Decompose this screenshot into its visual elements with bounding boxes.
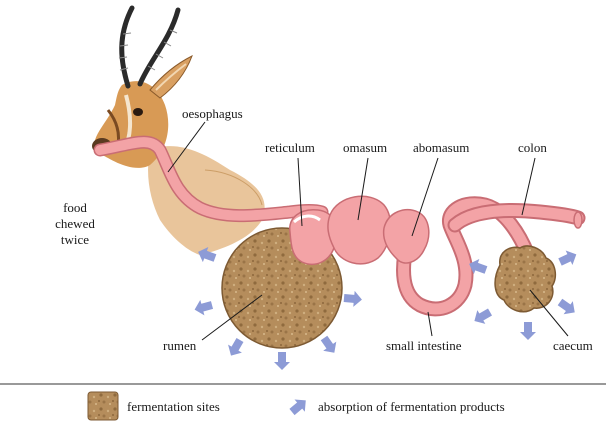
label-rumen: rumen	[163, 338, 197, 353]
leader-oesophagus	[167, 121, 206, 173]
absorption-arrows	[194, 247, 577, 370]
label-oesophagus: oesophagus	[182, 106, 243, 121]
absorption-arrow	[343, 290, 362, 307]
legend-absorption-label: absorption of fermentation products	[318, 399, 505, 414]
legend-fermentation-swatch	[87, 391, 119, 421]
label-reticulum: reticulum	[265, 140, 315, 155]
gazelle-horn-left	[119, 5, 135, 89]
gazelle-eye	[133, 108, 143, 116]
label-abomasum: abomasum	[413, 140, 469, 155]
leader-abomasum	[411, 157, 439, 237]
leader-small-intestine	[427, 311, 433, 337]
label-food-line1: food	[63, 200, 87, 215]
absorption-arrow	[558, 250, 577, 266]
absorption-arrow	[198, 247, 217, 263]
absorption-arrow	[274, 352, 290, 370]
absorption-arrow	[228, 338, 244, 356]
gazelle-horn-right	[137, 7, 181, 87]
label-food-line2: chewed	[55, 216, 95, 231]
leader-lines	[167, 121, 569, 341]
label-omasum: omasum	[343, 140, 387, 155]
legend: fermentation sites absorption of ferment…	[87, 391, 505, 421]
absorption-arrow	[520, 322, 536, 340]
leader-rumen	[201, 294, 263, 341]
diagram-labels: oesophagus reticulum omasum abomasum col…	[55, 106, 593, 353]
digestive-tract	[93, 135, 586, 317]
absorption-arrow	[469, 259, 488, 275]
caecum	[494, 245, 557, 313]
label-caecum: caecum	[553, 338, 593, 353]
leader-omasum	[357, 157, 369, 221]
label-colon: colon	[518, 140, 547, 155]
absorption-arrow	[320, 335, 337, 353]
absorption-arrow	[557, 298, 575, 315]
colon-opening	[573, 211, 583, 229]
abomasum	[382, 208, 430, 264]
leader-reticulum	[297, 157, 303, 227]
leader-caecum	[529, 289, 569, 337]
omasum	[327, 195, 392, 265]
legend-fermentation-label: fermentation sites	[127, 399, 220, 414]
legend-absorption-arrow-icon	[289, 399, 306, 416]
label-food-line3: twice	[61, 232, 89, 247]
label-small-intestine: small intestine	[386, 338, 462, 353]
absorption-arrow	[474, 308, 492, 324]
leader-colon	[521, 157, 536, 216]
absorption-arrow	[194, 299, 214, 316]
